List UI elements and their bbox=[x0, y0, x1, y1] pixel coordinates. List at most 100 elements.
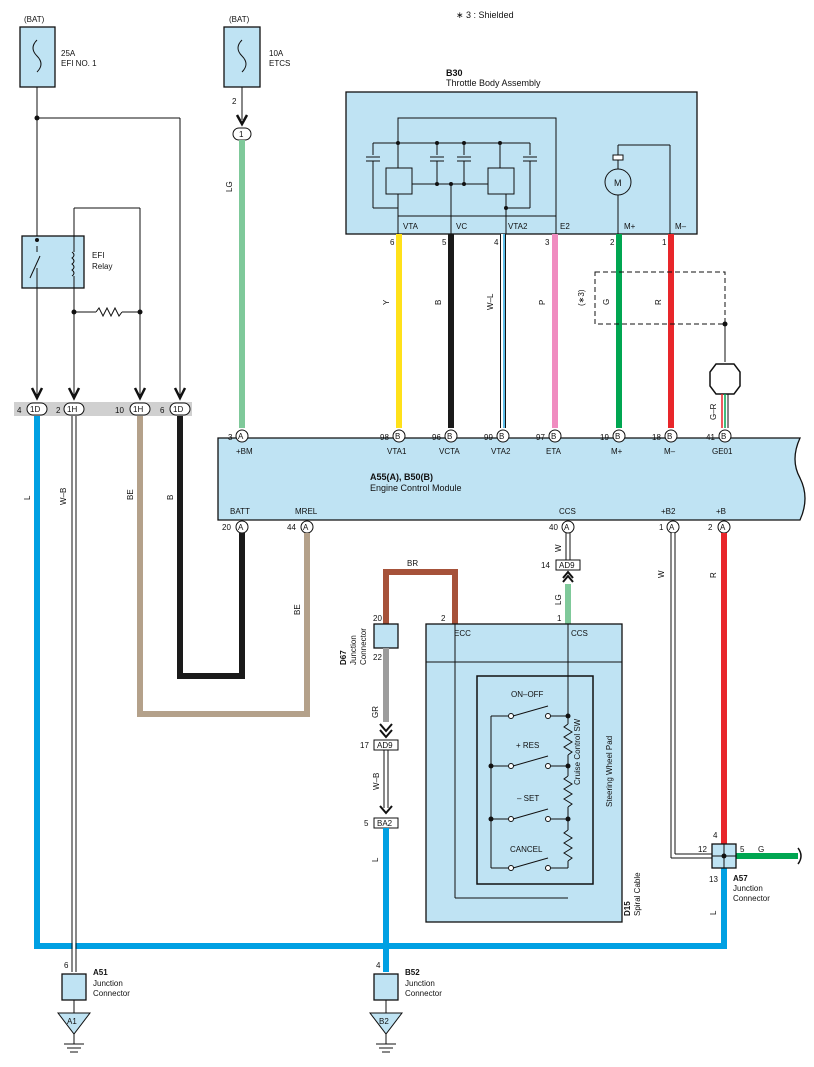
svg-text:20: 20 bbox=[222, 523, 231, 532]
svg-text:B52: B52 bbox=[405, 968, 420, 977]
b52-junction-connector: 4 B52 Junction Connector B2 bbox=[368, 961, 442, 1053]
svg-text:B: B bbox=[447, 432, 452, 441]
ba2-pin: 5 bbox=[364, 819, 369, 828]
throttle-sensor-circuit bbox=[366, 117, 557, 234]
svg-text:B2: B2 bbox=[379, 1017, 389, 1026]
ecm-pin-b2: +B2 1 A bbox=[659, 507, 680, 534]
svg-text:CCS: CCS bbox=[571, 629, 588, 638]
fuse-icon bbox=[237, 39, 247, 73]
motor-label: M bbox=[614, 178, 622, 188]
svg-text:Connector: Connector bbox=[359, 628, 368, 665]
right-wires: W R G L bbox=[657, 533, 802, 949]
fuse-efi-rating: 25A bbox=[61, 49, 76, 58]
svg-text:VTA1: VTA1 bbox=[387, 447, 407, 456]
throttle-pin-4: 4 bbox=[494, 238, 499, 247]
junction-block: 4 1D 2 1H 10 1H 6 1D bbox=[14, 387, 192, 416]
svg-text:Junction: Junction bbox=[349, 635, 358, 665]
ecm-pin-eta: 97 B ETA bbox=[536, 429, 562, 456]
wire-label-r: R bbox=[654, 299, 663, 305]
svg-text:MREL: MREL bbox=[295, 507, 318, 516]
svg-text:6: 6 bbox=[64, 961, 69, 970]
wire-label-wb-lower: W–B bbox=[372, 773, 381, 790]
throttle-pin-1: 1 bbox=[662, 238, 667, 247]
ecm-pin-ccs: CCS 40 A bbox=[549, 507, 576, 534]
svg-text:20: 20 bbox=[373, 614, 382, 623]
ba2-label: BA2 bbox=[377, 819, 393, 828]
svg-text:13: 13 bbox=[709, 875, 718, 884]
svg-text:2: 2 bbox=[56, 406, 61, 415]
svg-text:A: A bbox=[238, 523, 244, 532]
switch-cancel: CANCEL bbox=[491, 845, 568, 871]
ecm-id: A55(A), B50(B) bbox=[370, 472, 433, 482]
svg-text:B: B bbox=[667, 432, 672, 441]
svg-text:VTA2: VTA2 bbox=[491, 447, 511, 456]
wire-label-lg: LG bbox=[225, 181, 234, 192]
ground-b2-icon bbox=[368, 1012, 404, 1035]
throttle-pin-5: 5 bbox=[442, 238, 447, 247]
jb-pin-1h-2: 2 1H bbox=[56, 402, 85, 416]
svg-text:1H: 1H bbox=[67, 405, 77, 414]
wire-label-l: L bbox=[23, 495, 32, 500]
shielded-note: ∗ 3 : Shielded bbox=[456, 10, 514, 20]
relay-sub: Relay bbox=[92, 262, 112, 271]
ad9-bottom-pin: 17 bbox=[360, 741, 369, 750]
throttle-id: B30 bbox=[446, 68, 463, 78]
svg-text:4: 4 bbox=[17, 406, 22, 415]
svg-text:D15: D15 bbox=[623, 901, 632, 916]
throttle-name: Throttle Body Assembly bbox=[446, 78, 541, 88]
fuse-efi-supply: (BAT) bbox=[24, 15, 45, 24]
relay-name: EFI bbox=[92, 251, 104, 260]
spiral-cable: ECC CCS 2 1 D15 Spiral Cable Steering Wh… bbox=[425, 614, 642, 923]
svg-text:10: 10 bbox=[115, 406, 124, 415]
continuation-icon bbox=[797, 847, 802, 865]
shield: (∗3) G–R bbox=[577, 271, 741, 428]
svg-text:98: 98 bbox=[380, 433, 389, 442]
throttle-body-assembly: B30 Throttle Body Assembly bbox=[345, 68, 698, 247]
jb-pin-1d-4: 4 1D bbox=[17, 402, 48, 416]
svg-text:2: 2 bbox=[441, 614, 446, 623]
svg-text:5: 5 bbox=[740, 845, 745, 854]
svg-text:6: 6 bbox=[160, 406, 165, 415]
svg-text:1H: 1H bbox=[133, 405, 143, 414]
svg-text:A1: A1 bbox=[67, 1017, 77, 1026]
wire-label-gr-d67: GR bbox=[371, 706, 380, 718]
svg-text:12: 12 bbox=[698, 845, 707, 854]
switch-on-off: ON–OFF bbox=[491, 690, 571, 719]
svg-text:40: 40 bbox=[549, 523, 558, 532]
wire-label-p: P bbox=[538, 300, 547, 305]
throttle-wires: Y B W–L P G R LG bbox=[225, 140, 674, 428]
svg-text:19: 19 bbox=[600, 433, 609, 442]
lower-left-wires: L W–B BE B BE bbox=[23, 416, 727, 972]
ecm-pin-batt: BATT 20 A bbox=[222, 507, 250, 534]
svg-text:2: 2 bbox=[708, 523, 713, 532]
svg-text:97: 97 bbox=[536, 433, 545, 442]
svg-text:ETA: ETA bbox=[546, 447, 562, 456]
shield-ground-icon bbox=[709, 363, 741, 395]
svg-text:– SET: – SET bbox=[517, 794, 539, 803]
svg-text:4: 4 bbox=[713, 831, 718, 840]
throttle-term-e2: E2 bbox=[560, 222, 570, 231]
wire-label-be: BE bbox=[126, 489, 135, 500]
svg-text:D67: D67 bbox=[339, 650, 348, 665]
wire-label-w-b2: W bbox=[657, 570, 666, 578]
power-lines: 1 bbox=[34, 87, 252, 395]
svg-text:99: 99 bbox=[484, 433, 493, 442]
wire-label-w-ccs: W bbox=[554, 544, 563, 552]
ecm-pin-vta2: 99 B VTA2 bbox=[484, 429, 511, 456]
svg-text:B: B bbox=[551, 432, 556, 441]
svg-text:A57: A57 bbox=[733, 874, 748, 883]
wire-label-gr: G–R bbox=[709, 403, 718, 420]
svg-text:Connector: Connector bbox=[733, 894, 770, 903]
wire-label-wl: W–L bbox=[486, 293, 495, 310]
fuse-etcs-rating: 10A bbox=[269, 49, 284, 58]
throttle-term-vta: VTA bbox=[403, 222, 419, 231]
wire-label-l-a57: L bbox=[709, 910, 718, 915]
svg-text:1D: 1D bbox=[30, 405, 40, 414]
svg-text:1: 1 bbox=[557, 614, 562, 623]
svg-text:4: 4 bbox=[376, 961, 381, 970]
d67-junction-connector: BR 20 22 D67 Junction Connector GR AD9 1… bbox=[339, 559, 458, 972]
wire-label-l-ba2: L bbox=[371, 857, 380, 862]
svg-text:3: 3 bbox=[228, 433, 233, 442]
fuse-etcs: (BAT) 10A ETCS 2 bbox=[223, 15, 290, 106]
